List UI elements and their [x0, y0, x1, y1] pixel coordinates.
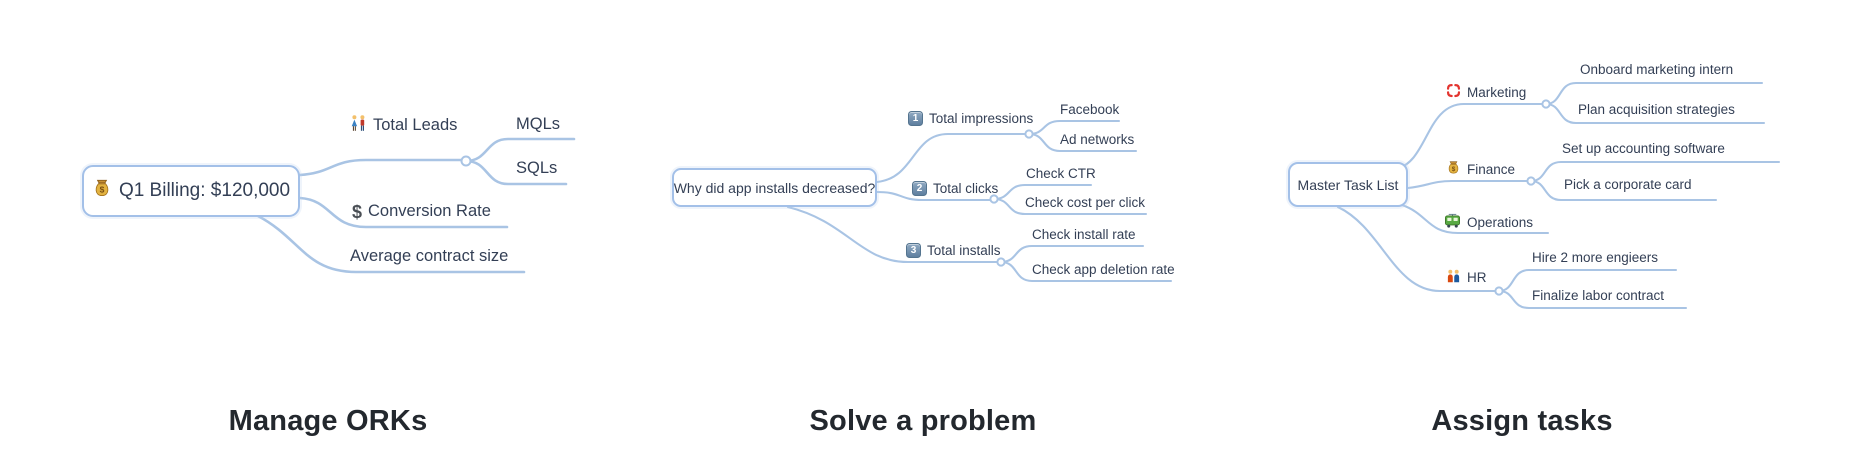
node-label: Check CTR: [1026, 166, 1096, 181]
node-total-leads: Total Leads: [350, 114, 457, 137]
node-hr: HR: [1446, 268, 1487, 287]
node-facebook: Facebook: [1060, 102, 1119, 117]
node-sqls: SQLs: [516, 159, 557, 178]
node-label: Marketing: [1467, 84, 1527, 100]
map3-branches: [1336, 81, 1781, 310]
branch-junction-dot: [1024, 129, 1034, 139]
node-check-cost-per-click: Check cost per click: [1025, 195, 1145, 210]
caption-manage-orks: Manage ORKs: [228, 405, 428, 437]
root-node-why-installs-decreased: Why did app installs decreased?: [672, 168, 877, 207]
node-set-up-accounting-software: Set up accounting software: [1562, 141, 1725, 156]
anger-symbol-icon: [1446, 83, 1461, 101]
node-label: Check install rate: [1032, 227, 1136, 242]
branch-junction-dot: [460, 155, 472, 167]
node-label: Operations: [1467, 215, 1534, 230]
dollar-sign-icon: $: [352, 201, 363, 222]
node-label: Onboard marketing intern: [1580, 62, 1734, 77]
branch-junction-dot: [1526, 176, 1536, 186]
node-mqls: MQLs: [516, 115, 560, 134]
tram-icon: [1444, 213, 1461, 232]
node-average-contract-size: Average contract size: [350, 247, 508, 266]
node-check-app-deletion-rate: Check app deletion rate: [1032, 262, 1175, 277]
branch-junction-dot: [1541, 99, 1551, 109]
map2-branches: [786, 119, 1173, 283]
node-label: MQLs: [516, 115, 561, 133]
node-label: Ad networks: [1060, 132, 1135, 147]
node-plan-acquisition-strategies: Plan acquisition strategies: [1578, 102, 1735, 117]
root-node-q1-billing: $ Q1 Billing: $120,000: [82, 165, 300, 217]
node-total-installs: 3 Total installs: [906, 243, 1001, 258]
node-label: Total Leads: [373, 116, 458, 134]
node-label: Total installs: [927, 243, 1001, 258]
root-node-label: Q1 Billing: $120,000: [118, 180, 291, 201]
node-label: Finalize labor contract: [1532, 288, 1665, 303]
branch-junction-dot: [996, 257, 1006, 267]
branch-junction-dot: [989, 194, 999, 204]
money-bag-icon: $: [1446, 160, 1461, 178]
node-label: HR: [1467, 270, 1487, 285]
node-check-install-rate: Check install rate: [1032, 227, 1136, 242]
keycap-3-icon: 3: [906, 243, 921, 258]
root-node-label: Why did app installs decreased?: [673, 179, 876, 196]
node-label: Total impressions: [929, 111, 1034, 126]
node-operations: Operations: [1444, 213, 1533, 232]
family-icon: [1446, 268, 1461, 287]
node-label: Total clicks: [933, 181, 999, 196]
node-pick-a-corporate-card: Pick a corporate card: [1564, 177, 1692, 192]
keycap-1-icon: 1: [908, 111, 923, 126]
node-label: Finance: [1467, 161, 1516, 177]
keycap-2-icon: 2: [912, 181, 927, 196]
node-label: SQLs: [516, 159, 558, 177]
node-finalize-labor-contract: Finalize labor contract: [1532, 288, 1664, 303]
caption-assign-tasks: Assign tasks: [1431, 405, 1613, 437]
svg-text:$: $: [100, 184, 105, 194]
node-marketing: Marketing: [1446, 83, 1526, 101]
node-label: Plan acquisition strategies: [1578, 102, 1735, 117]
node-hire-2-more-engieers: Hire 2 more engieers: [1532, 250, 1658, 265]
node-ad-networks: Ad networks: [1060, 132, 1134, 147]
node-check-ctr: Check CTR: [1026, 166, 1096, 181]
node-label: Average contract size: [350, 247, 509, 265]
root-node-master-task-list: Master Task List: [1288, 162, 1408, 207]
node-total-clicks: 2 Total clicks: [912, 181, 998, 196]
node-label: Check app deletion rate: [1032, 262, 1175, 277]
node-label: Hire 2 more engieers: [1532, 250, 1659, 265]
node-label: Check cost per click: [1025, 195, 1146, 210]
root-node-label: Master Task List: [1297, 176, 1399, 193]
node-finance: $ Finance: [1446, 160, 1515, 178]
man-woman-icon: [350, 114, 367, 137]
node-label: Pick a corporate card: [1564, 177, 1692, 192]
branch-junction-dot: [1494, 286, 1504, 296]
svg-text:$: $: [1452, 166, 1456, 173]
node-conversion-rate: $ Conversion Rate: [352, 202, 491, 221]
node-label: Conversion Rate: [368, 202, 491, 220]
map1-branches: [256, 137, 576, 274]
caption-solve-a-problem: Solve a problem: [809, 405, 1037, 437]
node-onboard-marketing-intern: Onboard marketing intern: [1580, 62, 1733, 77]
node-label: Facebook: [1060, 102, 1120, 117]
money-bag-icon: $: [92, 178, 112, 204]
node-total-impressions: 1 Total impressions: [908, 111, 1033, 126]
node-label: Set up accounting software: [1562, 141, 1725, 156]
